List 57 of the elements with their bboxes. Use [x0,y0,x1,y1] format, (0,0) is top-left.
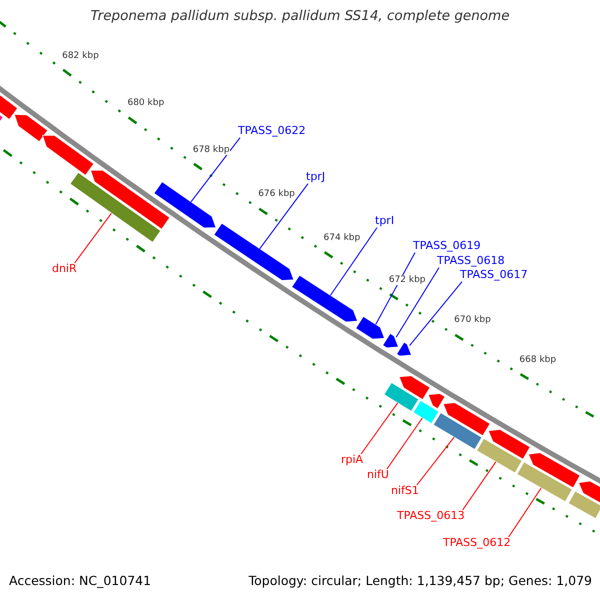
scale-label: 676 kbp [258,189,295,200]
gene-block [476,438,522,474]
leader-line [259,183,308,250]
leader-line [375,252,416,325]
gene-block [516,462,573,502]
genome-info-text: Topology: circular; Length: 1,139,457 bp; Genes: 1,079 [248,574,592,588]
gene-block [442,402,490,436]
gene-label: tprI [375,215,394,228]
scale-label: 674 kbp [324,232,360,244]
gene-block [528,452,580,488]
gene-block [568,490,600,519]
gene-block [398,376,430,400]
gene-label: tprJ [306,171,326,184]
leader-line [508,487,542,538]
scale-label: 670 kbp [454,315,491,326]
leader-line [416,436,455,486]
gene-label: TPASS_0612 [443,537,511,550]
gene-block [291,274,358,322]
gene-label: TPASS_0622 [238,125,306,138]
gene-label: nifU [367,469,389,482]
leader-line [74,212,112,264]
gene-block [428,393,446,410]
gene-block [14,114,48,142]
gene-block [70,172,162,243]
scale-label: 672 kbp [388,274,426,286]
scale-label: 682 kbp [62,50,99,61]
title: Treponema pallidum subsp. pallidum SS14, complete genome [89,9,511,25]
gene-block [578,480,600,505]
gene-label: TPASS_0613 [397,510,465,523]
leader-line [396,267,440,338]
gene-block [355,316,385,340]
gene-block [488,429,530,460]
gene-label: nifS1 [391,485,419,498]
scale-label: 678 kbp [192,144,230,155]
gene-block [90,170,170,230]
gene-block [384,382,420,412]
leader-line [330,227,378,296]
accession-text: Accession: NC_010741 [9,574,152,588]
gene-block [42,135,94,176]
gene-block [412,400,440,424]
leader-line [462,461,496,510]
gene-block [432,412,482,450]
gene-block [396,342,412,356]
leader-line [386,418,423,470]
gene-label: dniR [52,263,77,276]
gene-block [382,333,399,348]
gene-block [213,222,294,281]
leader-line [360,402,398,454]
scale-label: 680 kbp [127,98,164,109]
gene-block [154,181,216,228]
gene-label: rpiA [341,454,364,467]
gene-label: TPASS_0617 [460,269,528,282]
scale-label: 668 kbp [519,354,556,365]
leader-line [409,281,462,346]
gene-label: TPASS_0618 [437,255,505,268]
leader-line [190,137,240,202]
gene-label: TPASS_0619 [413,240,481,253]
